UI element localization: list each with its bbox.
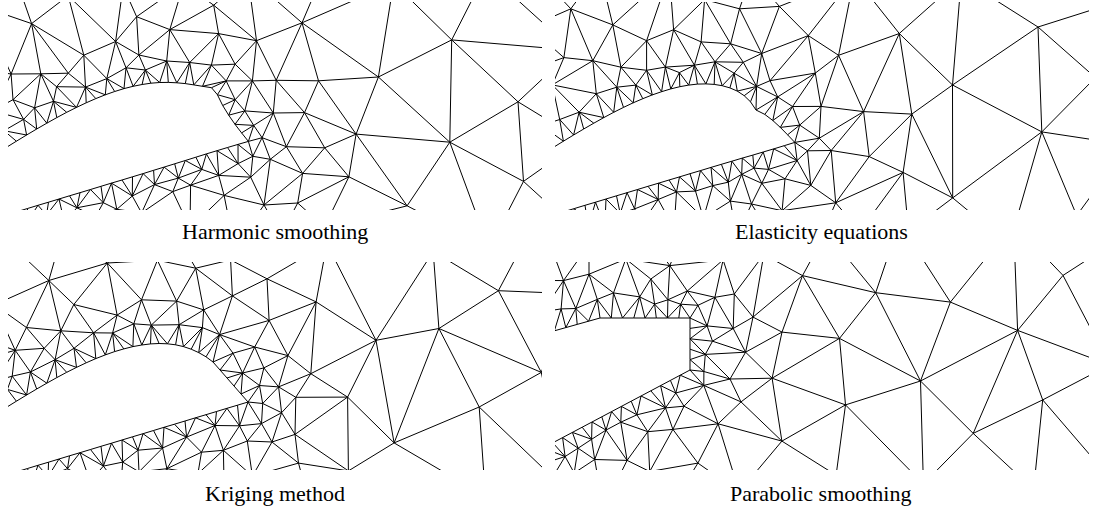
triangle-mesh: [555, 2, 1089, 210]
mesh-panel: [555, 2, 1089, 210]
mesh-panel: [555, 262, 1089, 470]
panel-caption: Elasticity equations: [731, 219, 912, 245]
triangle-mesh: [555, 262, 1089, 470]
mesh-panel: [8, 2, 542, 210]
panel-caption: Kriging method: [201, 481, 349, 507]
triangle-mesh: [8, 2, 542, 210]
panel-caption: Parabolic smoothing: [726, 481, 915, 507]
mesh-panel: [8, 262, 542, 470]
panel-caption: Harmonic smoothing: [178, 219, 372, 245]
triangle-mesh: [8, 262, 542, 470]
